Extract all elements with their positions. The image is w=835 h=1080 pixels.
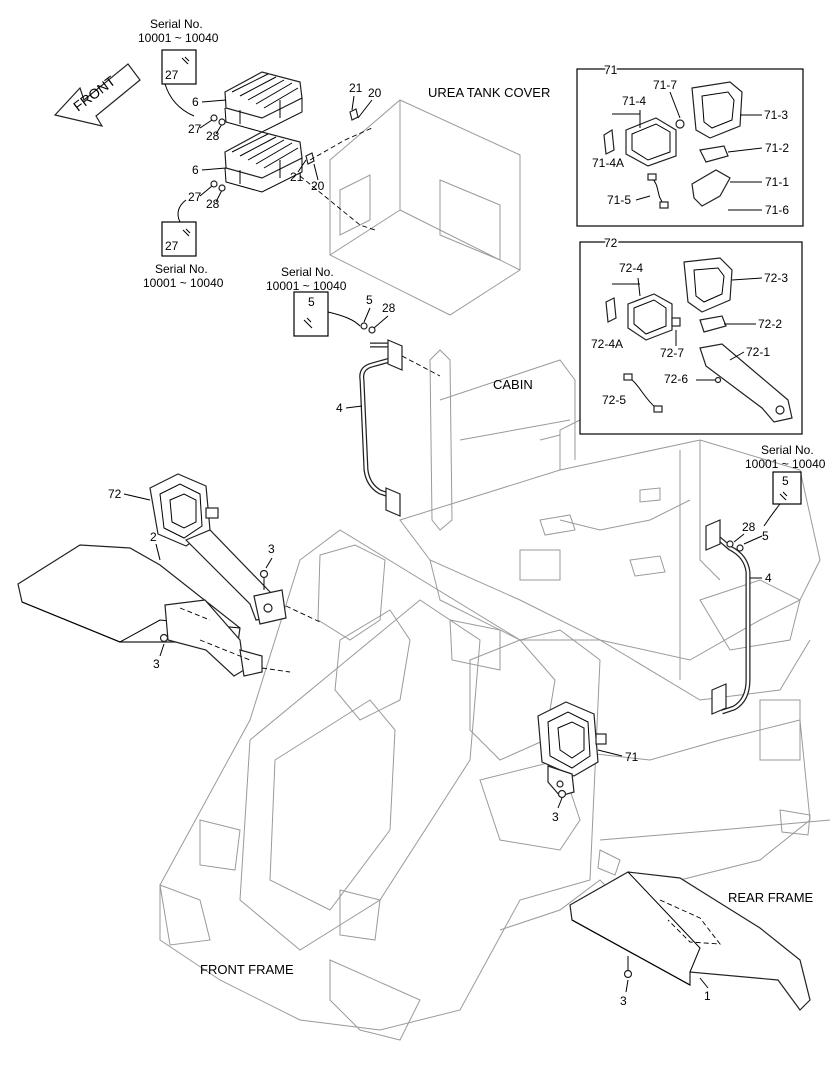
inset-71-frame xyxy=(576,68,804,227)
serial-no-label: Serial No. xyxy=(155,262,208,276)
urea-tank-cover-label: UREA TANK COVER xyxy=(428,85,550,100)
front-frame-label: FRONT FRAME xyxy=(200,962,294,977)
callout-21: 21 xyxy=(290,170,304,184)
leader-line xyxy=(327,311,361,327)
callout-71-4A: 71-4A xyxy=(592,156,624,170)
callout-71-3: 71-3 xyxy=(764,108,788,122)
callout-27: 27 xyxy=(188,190,202,204)
callout-71-4: 71-4 xyxy=(622,94,646,108)
callout-21: 21 xyxy=(349,81,363,95)
callout-72: 72 xyxy=(108,487,122,501)
callout-4: 4 xyxy=(765,571,772,585)
callout-6: 6 xyxy=(192,95,199,109)
callout-2: 2 xyxy=(150,530,157,544)
serial-note-top: Serial No. 10001 ~ 10040 27 xyxy=(138,17,219,117)
callout-71-5: 71-5 xyxy=(607,193,631,207)
serial-range-label: 10001 ~ 10040 xyxy=(266,279,347,293)
serial-box-number: 5 xyxy=(782,474,789,488)
handrail-left: 5 28 4 xyxy=(336,293,441,517)
serial-box-number: 27 xyxy=(165,68,179,82)
serial-no-label: Serial No. xyxy=(281,265,334,279)
callout-72-3: 72-3 xyxy=(764,271,788,285)
inset-72: 72 72-4 72-3 72-2 72-4A 72-7 72-1 72-6 7… xyxy=(579,234,803,435)
rear-frame-label: REAR FRAME xyxy=(728,890,814,905)
serial-range-label: 10001 ~ 10040 xyxy=(138,31,219,45)
callout-20: 20 xyxy=(368,86,382,100)
callout-71: 71 xyxy=(625,750,639,764)
handrail-right: 28 5 4 xyxy=(705,519,772,715)
callout-72-5: 72-5 xyxy=(602,393,626,407)
serial-box-number: 5 xyxy=(308,295,315,309)
serial-box xyxy=(161,221,197,257)
step-lower xyxy=(224,131,303,193)
callout-72-1: 72-1 xyxy=(746,345,770,359)
serial-box xyxy=(293,291,329,337)
serial-note-handrail-left: Serial No. 10001 ~ 10040 5 xyxy=(266,265,361,337)
leader-line xyxy=(177,199,187,223)
fender-rear: 3 1 xyxy=(569,871,811,1011)
fender-left xyxy=(17,544,291,677)
lamp-assembly-right: 71 3 xyxy=(537,701,639,824)
callout-27: 27 xyxy=(188,122,202,136)
callout-4: 4 xyxy=(336,401,343,415)
serial-note-step-lower: 27 Serial No. 10001 ~ 10040 xyxy=(143,199,224,290)
front-arrow: FRONT xyxy=(53,63,141,127)
callout-72-4A: 72-4A xyxy=(591,337,623,351)
bolt-icon xyxy=(181,56,190,65)
callout-20: 20 xyxy=(311,179,325,193)
lamp-left-callouts: 72 2 3 3 xyxy=(108,487,275,671)
inset-72-title: 72 xyxy=(604,236,618,250)
serial-note-handrail-right: Serial No. 10001 ~ 10040 5 xyxy=(745,443,826,527)
callout-1: 1 xyxy=(704,989,711,1003)
callout-72-4: 72-4 xyxy=(619,261,643,275)
callout-5: 5 xyxy=(762,529,769,543)
bolt-icon xyxy=(779,491,788,501)
callout-71-7: 71-7 xyxy=(653,78,677,92)
inset-71-title: 71 xyxy=(604,63,618,77)
callout-71-1: 71-1 xyxy=(765,175,789,189)
callout-71-2: 71-2 xyxy=(765,141,789,155)
callout-5: 5 xyxy=(366,293,373,307)
callout-72-6: 72-6 xyxy=(664,372,688,386)
callout-28: 28 xyxy=(382,301,396,315)
bolt-icon xyxy=(303,317,313,329)
cabin-label: CABIN xyxy=(493,377,533,392)
inset-71: 71 71-7 71-4 71-3 71-2 71-4A 71-1 71-5 7… xyxy=(576,61,804,227)
lamp-assembly-left xyxy=(149,473,321,625)
bolt-icon xyxy=(182,228,191,237)
leader-line xyxy=(763,503,781,527)
callout-3: 3 xyxy=(552,810,559,824)
step-upper-callouts: 6 27 28 21 20 xyxy=(188,81,382,143)
serial-box-number: 27 xyxy=(165,239,179,253)
callout-71-6: 71-6 xyxy=(765,203,789,217)
callout-28: 28 xyxy=(742,520,756,534)
serial-no-label: Serial No. xyxy=(150,17,203,31)
serial-range-label: 10001 ~ 10040 xyxy=(745,457,826,471)
serial-box xyxy=(772,471,802,505)
callout-72-7: 72-7 xyxy=(660,346,684,360)
serial-no-label: Serial No. xyxy=(761,443,814,457)
step-lower-callouts: 6 27 28 21 20 xyxy=(188,127,376,231)
serial-box xyxy=(161,49,197,85)
callout-3: 3 xyxy=(153,657,160,671)
callout-72-2: 72-2 xyxy=(758,317,782,331)
step-upper xyxy=(224,71,303,133)
serial-range-label: 10001 ~ 10040 xyxy=(143,276,224,290)
callout-28: 28 xyxy=(206,129,220,143)
callout-6: 6 xyxy=(192,163,199,177)
callout-3: 3 xyxy=(620,994,627,1008)
leader-line xyxy=(164,83,195,117)
callout-3: 3 xyxy=(268,542,275,556)
machine-frame-outline xyxy=(159,99,831,1041)
